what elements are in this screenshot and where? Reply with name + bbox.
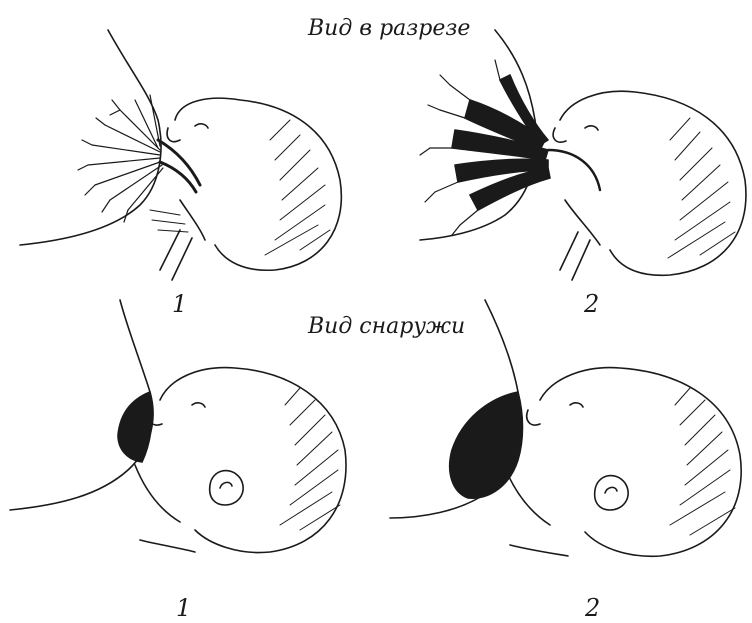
hair-hatching	[668, 118, 735, 258]
cheek-shading	[150, 210, 188, 232]
baby-nose	[167, 128, 180, 142]
hair-hatching	[670, 388, 735, 535]
hair-hatching	[265, 120, 330, 255]
baby-nose	[527, 410, 540, 425]
baby-chin	[135, 465, 180, 522]
baby-eye	[585, 126, 598, 130]
baby-ear	[210, 471, 244, 505]
baby-ear	[595, 476, 629, 510]
panel-cut-1-drawing	[20, 30, 341, 280]
milk-ducts-dark	[452, 75, 550, 210]
section-title-outside-view: Вид снаружи	[308, 314, 465, 339]
baby-head-outline	[160, 368, 346, 553]
baby-head-outline	[560, 91, 746, 275]
panel-label-cut-1: 1	[172, 290, 187, 318]
panel-outside-1-drawing	[10, 300, 346, 553]
baby-head-outline	[540, 368, 741, 557]
hair-hatching	[280, 388, 340, 530]
baby-chin	[505, 468, 550, 525]
panel-cut-2-drawing	[420, 30, 746, 280]
areola	[118, 392, 152, 462]
section-title-cut-view: Вид в разрезе	[308, 16, 470, 41]
baby-eye	[192, 403, 205, 407]
milk-ducts	[78, 95, 163, 222]
baby-eye	[195, 124, 208, 128]
panel-label-cut-2: 2	[584, 290, 599, 318]
baby-eye	[570, 403, 583, 407]
panel-label-outside-1: 1	[176, 594, 191, 622]
breast-outline	[20, 30, 161, 245]
baby-nose	[553, 128, 566, 142]
panel-label-outside-2: 2	[585, 594, 600, 622]
